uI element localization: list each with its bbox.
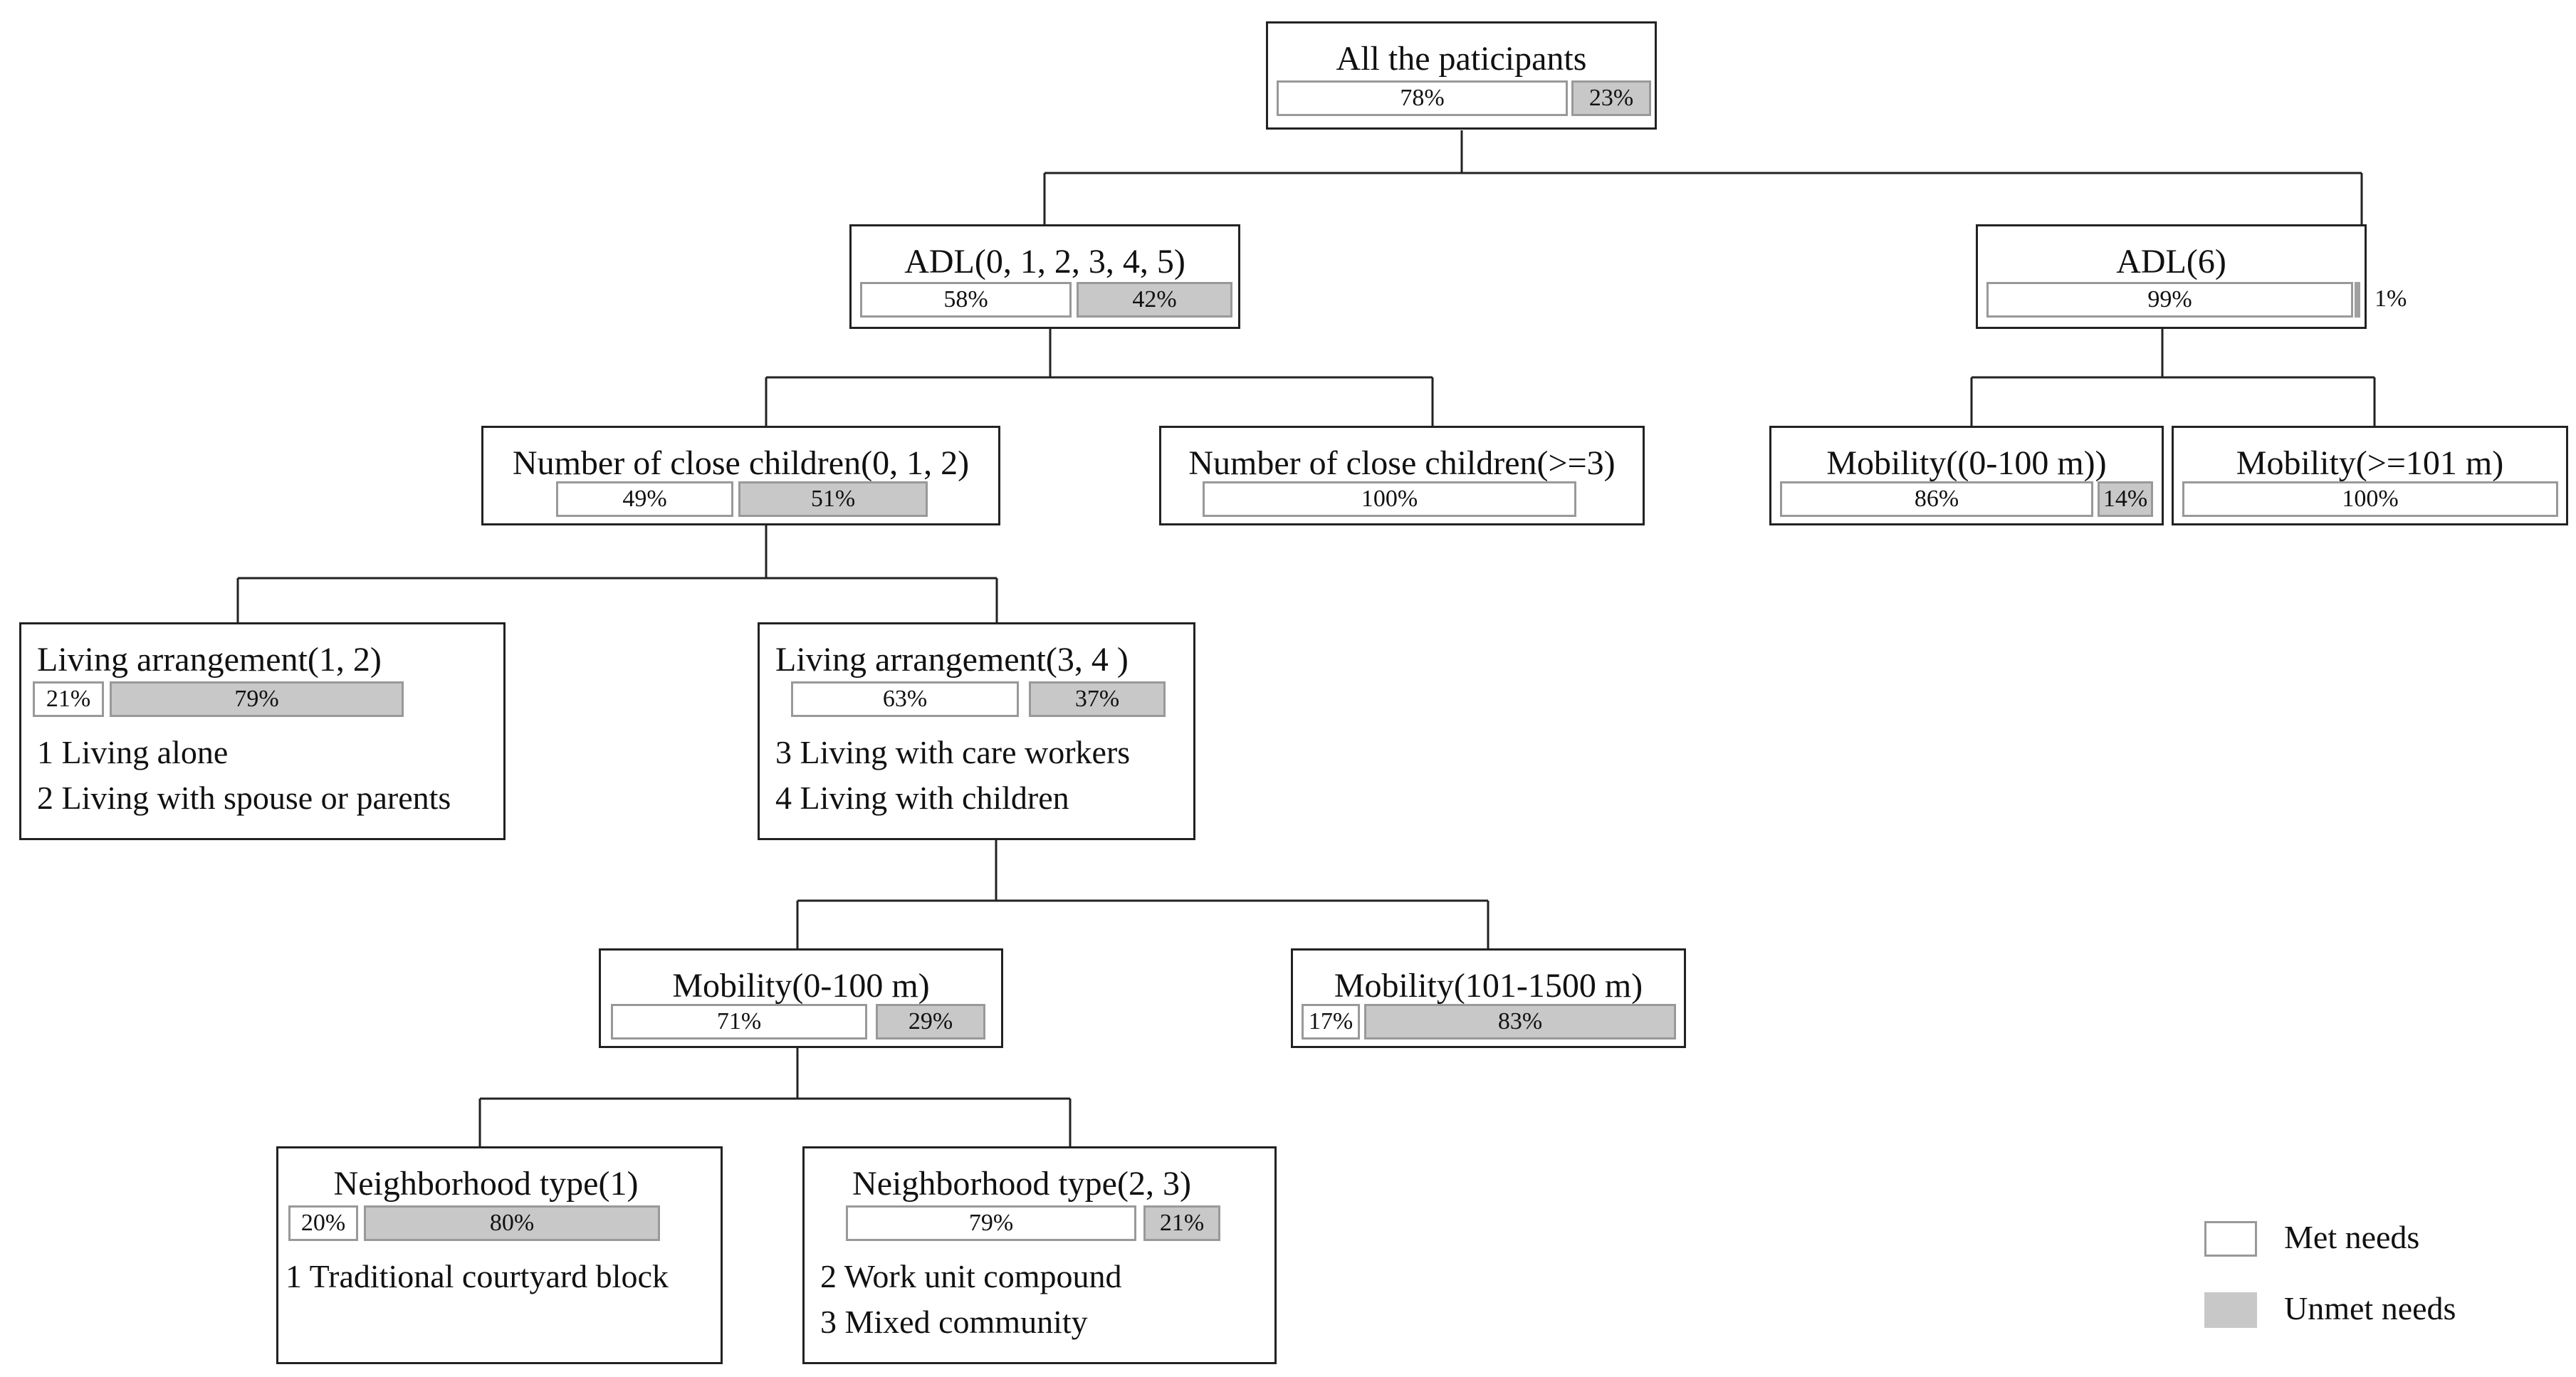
met-value: 99% bbox=[2147, 286, 2192, 313]
unmet-bar: 37% bbox=[1029, 681, 1166, 717]
met-bar: 99% bbox=[1986, 282, 2353, 318]
unmet-bar: 80% bbox=[364, 1205, 660, 1241]
node-mobility-0-100: Mobility(0-100 m) 71% 29% bbox=[599, 948, 1003, 1048]
node-title: Number of close children(>=3) bbox=[1188, 444, 1616, 482]
met-bar: 63% bbox=[791, 681, 1019, 717]
met-bar: 86% bbox=[1780, 481, 2093, 517]
unmet-bar: 29% bbox=[876, 1004, 985, 1040]
node-mobility-101-plus: Mobility(>=101 m) 100% bbox=[2172, 426, 2568, 525]
node-title: ADL(0, 1, 2, 3, 4, 5) bbox=[904, 243, 1185, 281]
legend-met-swatch bbox=[2204, 1221, 2257, 1257]
met-bar: 58% bbox=[860, 282, 1072, 318]
met-bar: 100% bbox=[1203, 481, 1576, 517]
note-line: 3 Living with care workers bbox=[775, 734, 1131, 770]
node-neighborhood-type-1: Neighborhood type(1) 20% 80% 1 Tradition… bbox=[276, 1146, 723, 1364]
unmet-bar: 14% bbox=[2098, 481, 2153, 517]
node-title: Mobility(0-100 m) bbox=[672, 967, 930, 1005]
unmet-bar: 23% bbox=[1571, 80, 1651, 116]
legend-met-label: Met needs bbox=[2284, 1219, 2420, 1255]
unmet-bar: 21% bbox=[1143, 1205, 1220, 1241]
node-mobility-101-1500: Mobility(101-1500 m) 17% 83% bbox=[1291, 948, 1686, 1048]
node-title: Mobility((0-100 m)) bbox=[1826, 444, 2107, 482]
node-living-arrangement-3-4: Living arrangement(3, 4 ) 63% 37% 3 Livi… bbox=[758, 622, 1195, 840]
legend-unmet-label: Unmet needs bbox=[2284, 1290, 2456, 1326]
node-title: Mobility(>=101 m) bbox=[2236, 444, 2504, 482]
met-bar: 71% bbox=[611, 1004, 867, 1040]
met-bar: 20% bbox=[288, 1205, 358, 1241]
unmet-bar: 42% bbox=[1077, 282, 1232, 318]
unmet-bar bbox=[2355, 282, 2360, 318]
legend-unmet-swatch bbox=[2204, 1292, 2257, 1328]
note-line: 3 Mixed community bbox=[820, 1304, 1088, 1340]
note-line: 2 Living with spouse or parents bbox=[37, 780, 451, 816]
met-bar: 17% bbox=[1302, 1004, 1360, 1040]
node-title: Number of close children(0, 1, 2) bbox=[512, 444, 970, 482]
node-title: Living arrangement(1, 2) bbox=[37, 641, 382, 679]
met-bar: 79% bbox=[846, 1205, 1136, 1241]
note-line: 2 Work unit compound bbox=[820, 1258, 1122, 1294]
node-title: Neighborhood type(2, 3) bbox=[852, 1165, 1191, 1203]
node-close-children-0-2: Number of close children(0, 1, 2) 49% 51… bbox=[481, 426, 1000, 525]
node-neighborhood-type-2-3: Neighborhood type(2, 3) 79% 21% 2 Work u… bbox=[802, 1146, 1277, 1364]
met-bar: 100% bbox=[2182, 481, 2558, 517]
unmet-bar: 51% bbox=[738, 481, 928, 517]
node-mobility-0-100-adl6: Mobility((0-100 m)) 86% 14% bbox=[1769, 426, 2164, 525]
node-living-arrangement-1-2: Living arrangement(1, 2) 21% 79% 1 Livin… bbox=[19, 622, 506, 840]
node-title: ADL(6) bbox=[2116, 243, 2226, 281]
node-close-children-3-plus: Number of close children(>=3) 100% bbox=[1159, 426, 1645, 525]
node-title: Neighborhood type(1) bbox=[333, 1165, 639, 1203]
adl6-unmet-value: 1% bbox=[2375, 286, 2407, 312]
note-line: 1 Traditional courtyard block bbox=[286, 1258, 669, 1294]
unmet-bar: 83% bbox=[1364, 1004, 1676, 1040]
met-bar: 21% bbox=[33, 681, 104, 717]
node-adl-0-5: ADL(0, 1, 2, 3, 4, 5) 58% 42% bbox=[849, 224, 1240, 329]
node-title: All the paticipants bbox=[1336, 40, 1587, 78]
note-line: 4 Living with children bbox=[775, 780, 1069, 816]
note-line: 1 Living alone bbox=[37, 734, 229, 770]
met-bar: 49% bbox=[556, 481, 733, 517]
unmet-bar: 79% bbox=[110, 681, 404, 717]
node-adl-6: ADL(6) 99% bbox=[1976, 224, 2367, 329]
node-title: Mobility(101-1500 m) bbox=[1334, 967, 1643, 1005]
node-all-participants: All the paticipants 78% 23% bbox=[1266, 21, 1657, 130]
node-title: Living arrangement(3, 4 ) bbox=[775, 641, 1129, 679]
met-bar: 78% bbox=[1277, 80, 1568, 116]
